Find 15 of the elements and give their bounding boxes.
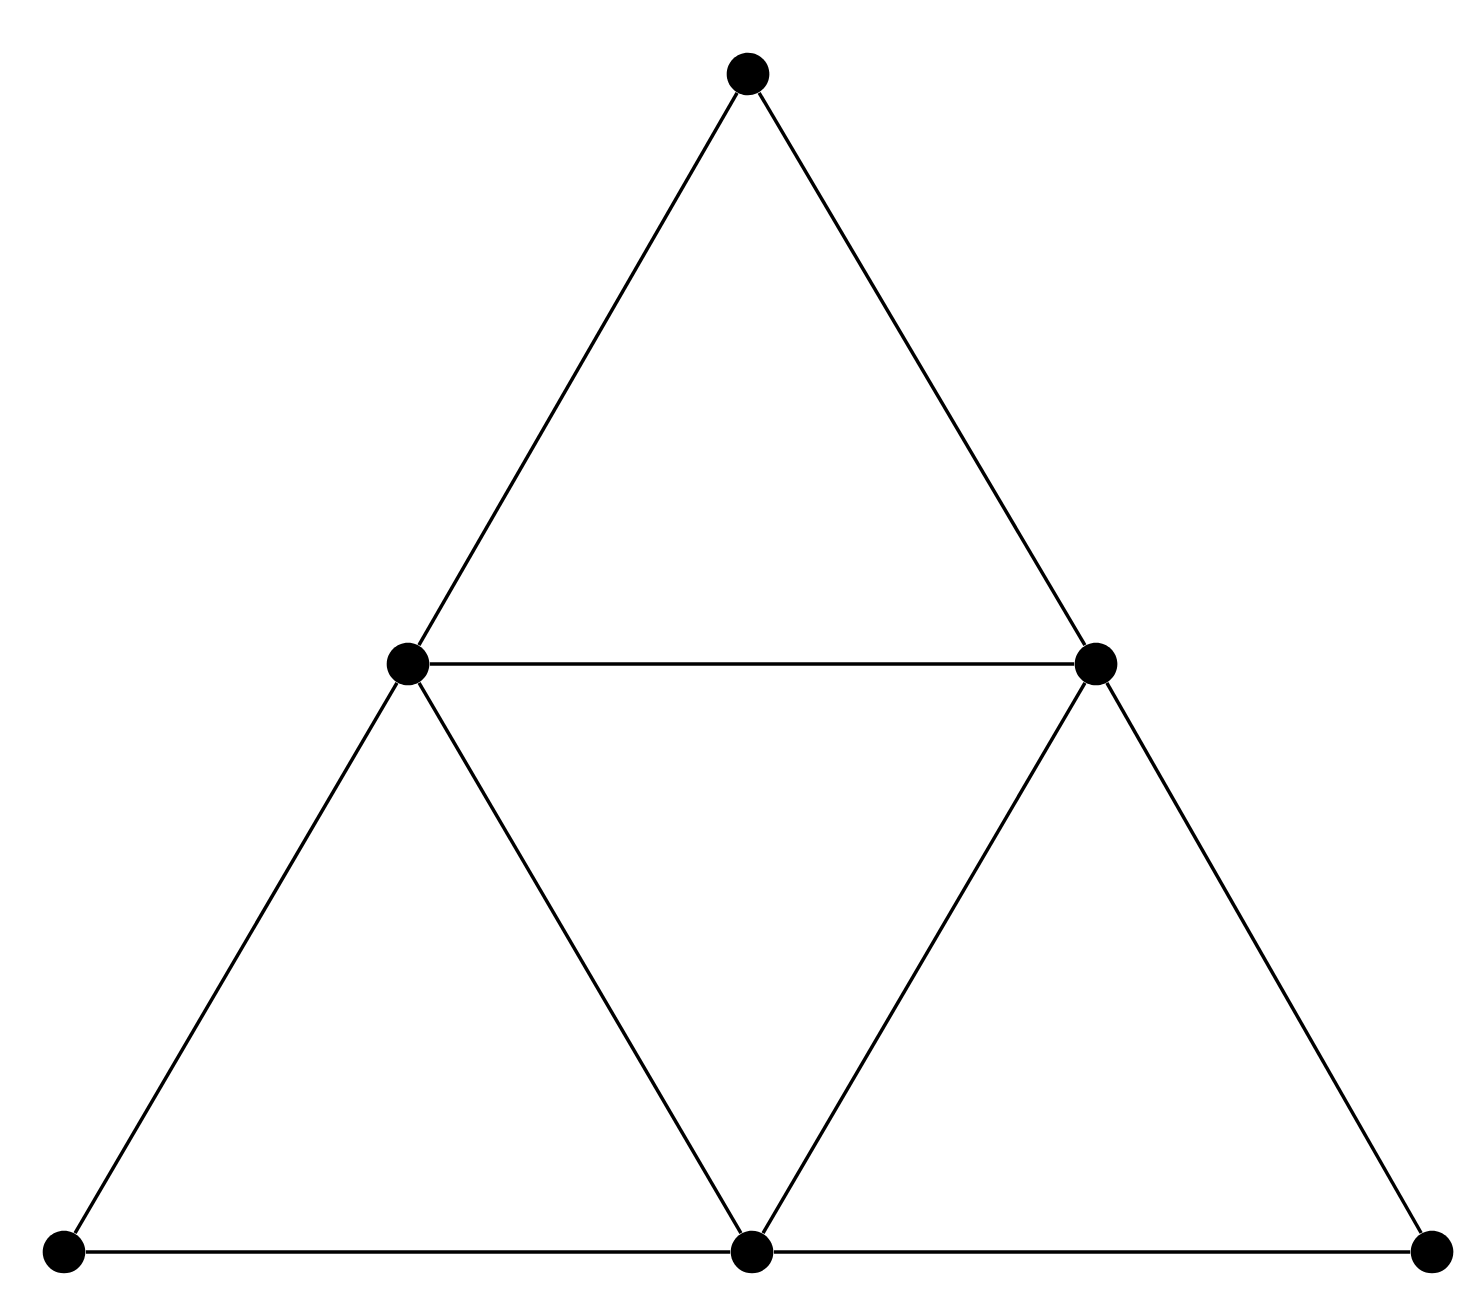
graph-edge	[761, 682, 1087, 1234]
vertex-dot	[1074, 642, 1118, 686]
graph-edge	[429, 662, 1075, 666]
graph-edge	[417, 92, 739, 646]
graph-edge	[1105, 682, 1423, 1234]
vertex-dot	[386, 642, 430, 686]
vertex-dot	[730, 1230, 774, 1274]
graph-edge	[773, 1250, 1411, 1254]
graph-edge	[417, 682, 743, 1234]
graph-edge	[73, 682, 399, 1234]
vertex-dot	[1410, 1230, 1454, 1274]
graph-edge	[85, 1250, 731, 1254]
graph-edge	[757, 91, 1087, 647]
vertex-dot	[42, 1230, 86, 1274]
vertex-dot	[726, 52, 770, 96]
